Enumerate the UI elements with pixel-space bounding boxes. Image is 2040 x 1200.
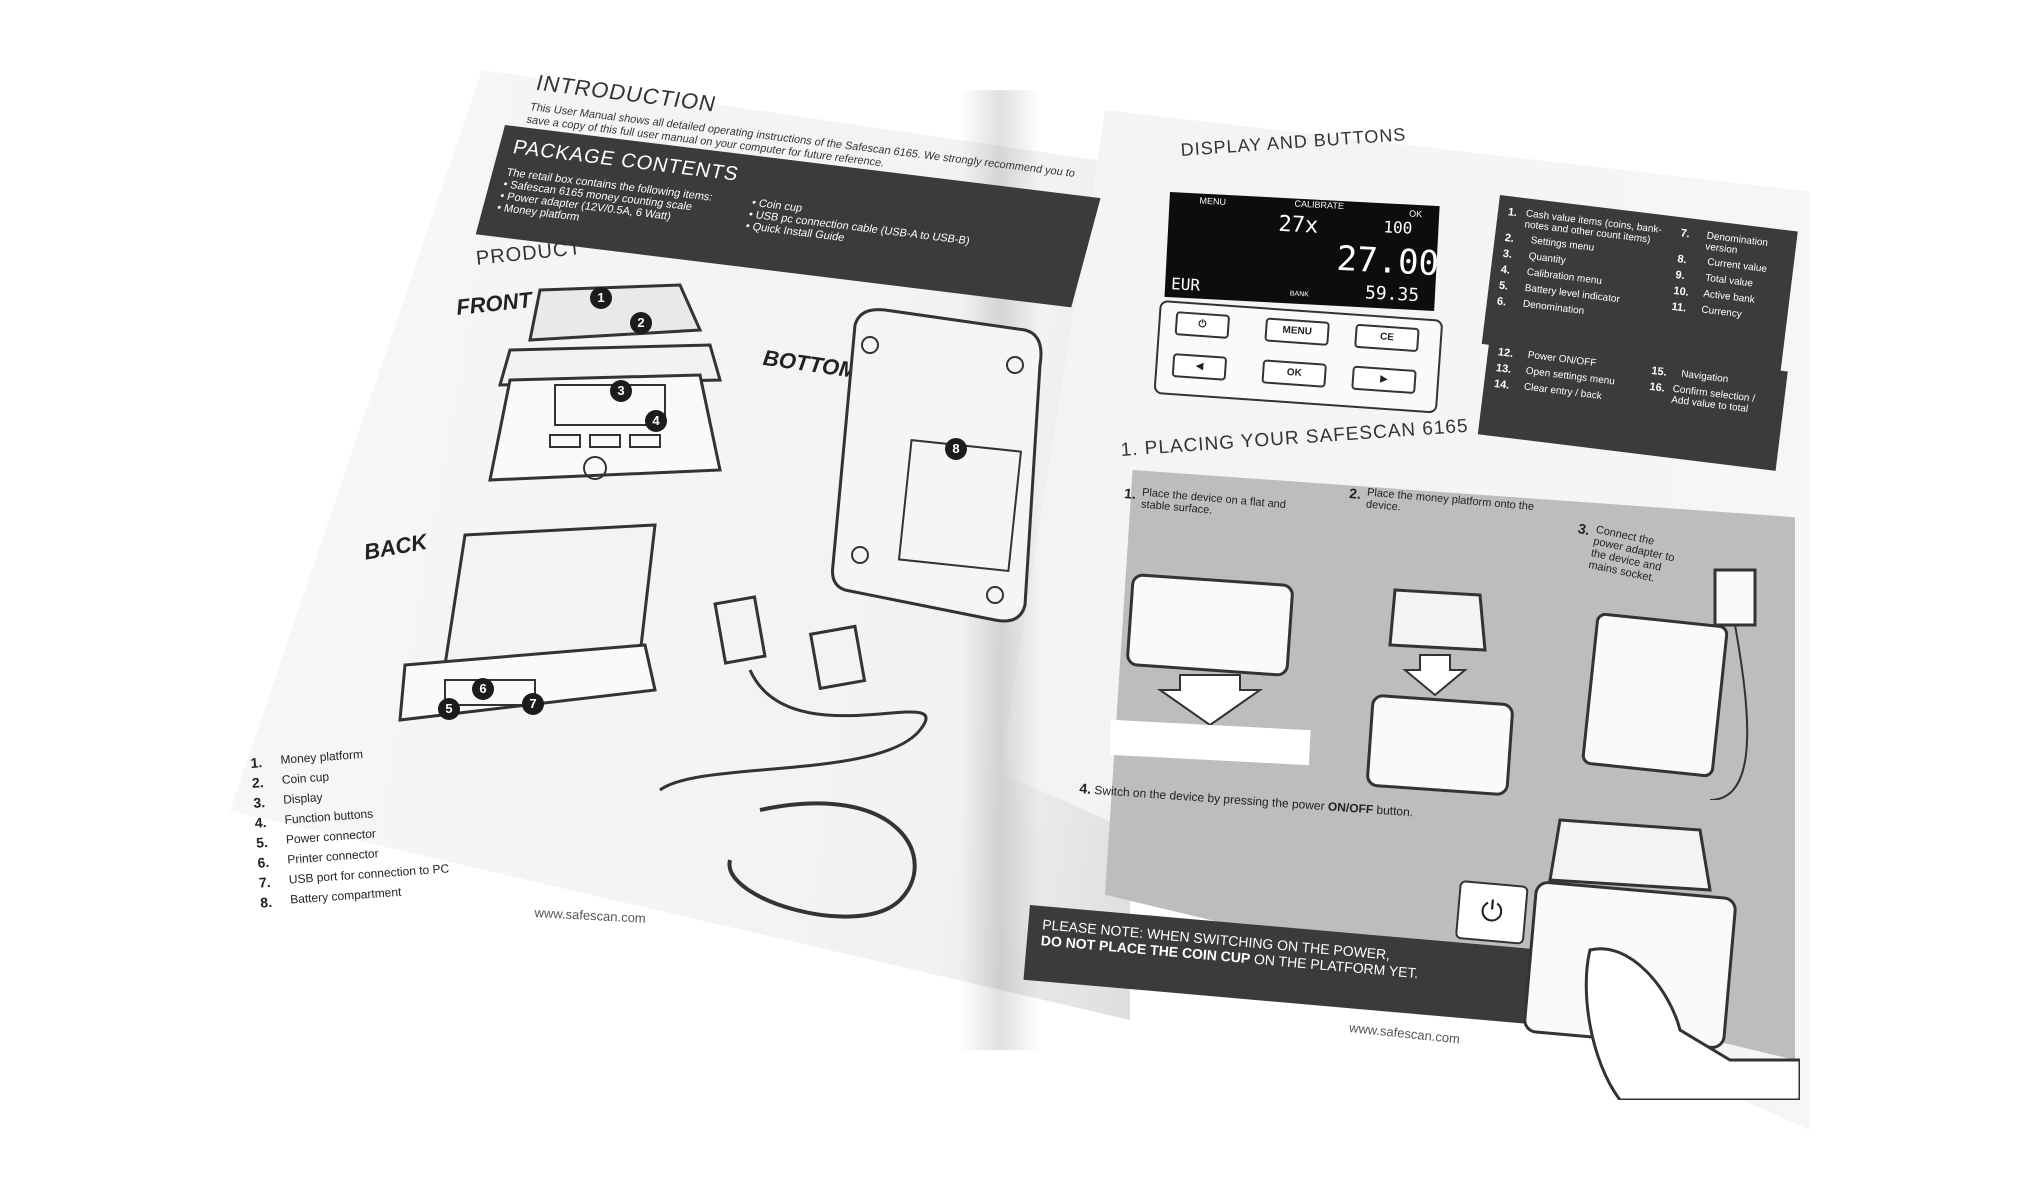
menu-button[interactable]: MENU (1264, 317, 1330, 346)
ce-button[interactable]: CE (1354, 323, 1420, 353)
adapter-and-cable-illustration (659, 595, 928, 919)
lcd-menu-label: MENU (1199, 195, 1227, 207)
badge-1: 1 (590, 287, 612, 309)
bottom-device-illustration (831, 308, 1043, 623)
lcd-current-value: 27.00 (1335, 238, 1440, 285)
footer-url-right: www.safescan.com (1348, 1020, 1461, 1047)
lcd-display: MENU CALIBRATE OK 27x 100 27.00 59.35 EU… (1164, 192, 1440, 311)
lcd-quantity: 27x (1277, 211, 1319, 239)
button-panel: ⏻ MENU CE ◀ OK ▶ (1153, 300, 1444, 414)
footer-url: www.safescan.com (534, 905, 647, 926)
parts-list: 1.Money platform 2.Coin cup 3.Display 4.… (250, 740, 481, 915)
badge-3: 3 (610, 380, 632, 402)
lcd-currency: EUR (1170, 274, 1201, 295)
power-button[interactable]: ⏻ (1174, 311, 1231, 339)
ok-button[interactable]: OK (1261, 359, 1327, 388)
badge-2: 2 (630, 312, 652, 334)
lcd-bank-label: BANK (1289, 290, 1310, 299)
lcd-total-value: 59.35 (1364, 282, 1420, 307)
badge-8: 8 (945, 438, 967, 460)
lcd-percent: 100 (1382, 217, 1413, 238)
lcd-ok-label: OK (1408, 208, 1423, 220)
badge-7: 7 (522, 693, 544, 715)
left-button[interactable]: ◀ (1171, 353, 1228, 381)
lcd-calibrate-label: CALIBRATE (1294, 198, 1345, 212)
front-device-illustration (488, 283, 722, 482)
badge-5: 5 (438, 698, 460, 720)
hand-device-illustration (1523, 818, 1800, 1100)
badge-6: 6 (472, 678, 494, 700)
right-button[interactable]: ▶ (1351, 365, 1417, 395)
steps-illustrations (1110, 568, 1757, 800)
badge-4: 4 (645, 410, 667, 432)
